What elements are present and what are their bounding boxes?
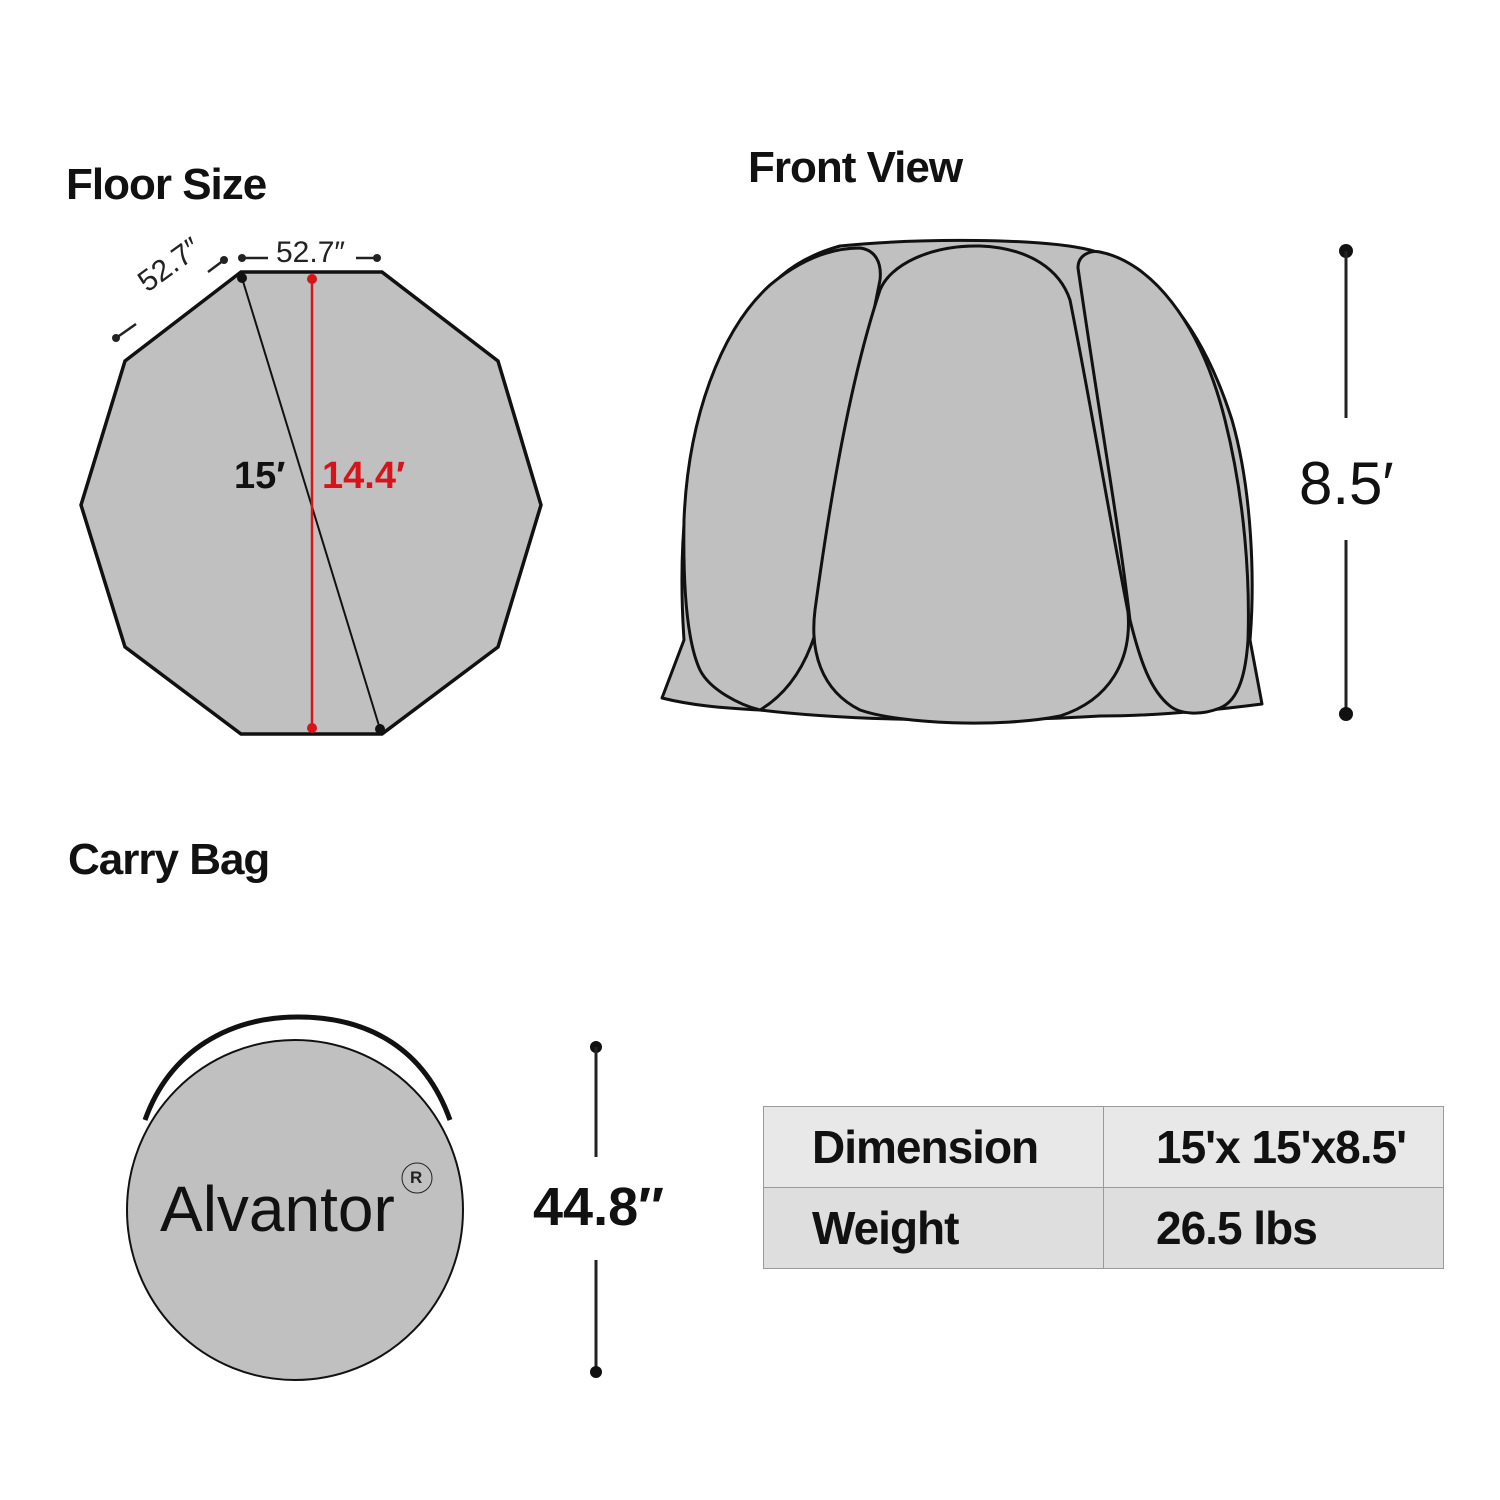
tent-height-label: 8.5′ <box>1299 450 1394 517</box>
table-row: Weight 26.5 lbs <box>763 1187 1444 1269</box>
carry-bag-shape <box>126 1014 464 1381</box>
brand-logo-text: Alvantor <box>160 1173 395 1245</box>
spec-table: Dimension 15'x 15'x8.5' Weight 26.5 lbs <box>763 1106 1444 1269</box>
registered-mark: R <box>410 1168 423 1187</box>
table-row: Dimension 15'x 15'x8.5' <box>763 1106 1444 1188</box>
flat-length-label: 14.4′ <box>322 455 406 497</box>
floor-decagon-shape <box>79 270 543 736</box>
tent-front-view-shape <box>660 238 1264 725</box>
bag-height-dimension-line <box>590 1041 602 1378</box>
front-view-title: Front View <box>748 143 963 192</box>
height-dimension-line <box>1339 244 1353 721</box>
carry-bag-title: Carry Bag <box>68 835 270 884</box>
bag-height-label: 44.8′′ <box>533 1177 664 1237</box>
top-side-length-label: 52.7″ <box>276 236 346 269</box>
floor-size-title: Floor Size <box>66 160 267 209</box>
top-side-dimension-line <box>238 254 381 262</box>
spec-label: Dimension <box>763 1106 1104 1188</box>
diagonal-side-dimension-line <box>112 256 228 342</box>
diagonal-length-label: 15′ <box>234 455 286 497</box>
spec-value: 26.5 lbs <box>1103 1187 1444 1269</box>
spec-value: 15'x 15'x8.5' <box>1103 1106 1444 1188</box>
spec-label: Weight <box>763 1187 1104 1269</box>
